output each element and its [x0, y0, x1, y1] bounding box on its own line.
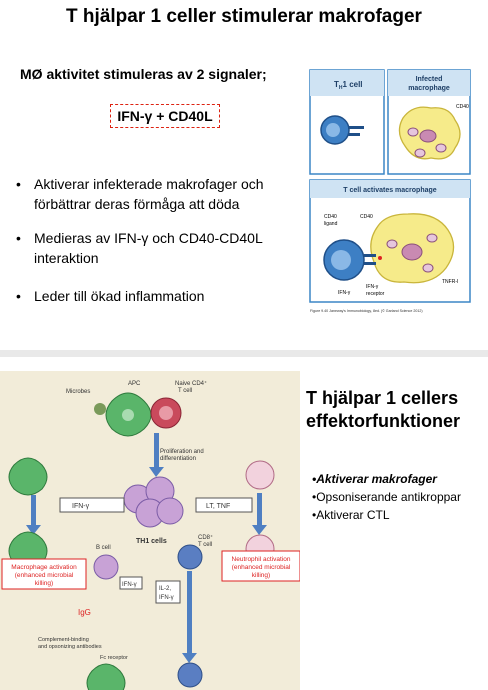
lt-tnf-box: [195, 497, 253, 513]
macrophage-activation-box: [1, 558, 87, 590]
slide-2-bullets: •Aktiverar makrofager •Opsoniserande ant…: [312, 470, 461, 524]
activation-panel: T cell activates macrophage CD40 ligand …: [309, 179, 471, 303]
tnfr-label: TNFR-I: [442, 279, 458, 285]
th1-label: TH1 cell: [334, 80, 363, 91]
cd8-t-cell-label: T cell: [198, 542, 212, 548]
bullet-item: •Opsoniserande antikroppar: [312, 490, 461, 504]
igg-label: IgG: [78, 608, 91, 617]
figure-caption: Figure 9.40 Janeway's Immunobiology, 8ed…: [310, 309, 423, 313]
lt-tnf-label: LT, TNF: [206, 503, 230, 510]
ifn-box-label: IFN-γ: [72, 503, 90, 510]
fc-receptor-label: Fc receptor: [100, 655, 128, 661]
macrophage-label: macrophage: [408, 85, 450, 92]
il2-ifn-label: IFN-γ: [159, 595, 174, 601]
macro-act-label: Macrophage activation: [11, 564, 77, 571]
opsonizing-label: and opsonizing antibodies: [38, 644, 102, 650]
bullet-dot-icon: •: [16, 288, 21, 304]
cd40-top-label: CD40: [456, 104, 469, 110]
fc-macrophage-icon: [86, 663, 126, 690]
macro-act-label-3: killing): [35, 580, 53, 587]
infected-label: Infected: [416, 76, 443, 83]
neutrophil-activation-box: [221, 550, 300, 582]
b-cell-icon: [93, 554, 119, 580]
neutrophil-icon: [245, 460, 275, 490]
bullet-text: Leder till ökad inflammation: [34, 288, 205, 304]
macro-act-label-2: (enhanced microbial: [15, 572, 74, 579]
ifn-receptor-label: IFN-γ: [366, 284, 379, 290]
microbe-icon: [94, 403, 106, 415]
ligand-label: ligand: [324, 221, 338, 227]
slide-2: T hjälpar 1 cellers effektorfunktioner •…: [0, 357, 488, 690]
ifn-box-2-label: IFN-γ: [122, 582, 137, 588]
naive-t-cell-label: T cell: [178, 388, 192, 394]
macrophage-activation-figure: TH1 cell Infected macrophage CD40 T cell…: [308, 68, 472, 318]
bullet-text: Aktiverar infekterade makrofager och för…: [34, 176, 264, 212]
bullet-dot-icon: •: [16, 176, 21, 192]
neut-act-label-3: killing): [252, 572, 270, 579]
bullet-item: •Aktiverar CTL: [312, 508, 390, 522]
signals-box: IFN-γ + CD40L: [110, 104, 220, 128]
activated-cd8-icon: [177, 662, 203, 688]
infected-macrophage-panel: Infected macrophage CD40: [387, 69, 471, 175]
cd8-t-cell-icon: [177, 544, 203, 570]
th1-cell-panel: TH1 cell: [309, 69, 385, 175]
cd40-mid-label: CD40: [360, 214, 373, 220]
il2-box: [155, 580, 181, 604]
bullet-item: •Aktiverar makrofager: [312, 472, 437, 486]
bcell-label: B cell: [96, 545, 111, 551]
ifn-arrow-box: [59, 497, 125, 513]
arrow-down-icon: [154, 433, 159, 469]
differentiation-label: differentiation: [160, 456, 196, 462]
receptor-label: receptor: [366, 291, 385, 297]
slide-1-bullets: • Aktiverar infekterade makrofager och fö…: [16, 174, 296, 320]
bullet-dot-icon: •: [16, 230, 21, 246]
activates-label: T cell activates macrophage: [343, 187, 436, 194]
neut-act-label-2: (enhanced microbial: [232, 564, 291, 571]
slide-1-title: T hjälpar 1 celler stimulerar makrofager: [66, 6, 422, 27]
arrow-down-icon: [26, 525, 41, 535]
proliferation-label: Proliferation and: [160, 449, 204, 455]
bullet-text: Medieras av IFN-γ och CD40-CD40L interak…: [34, 230, 263, 266]
th1-cells-label: TH1 cells: [136, 538, 167, 545]
bullet-item: • Aktiverar infekterade makrofager och fö…: [16, 174, 296, 214]
cd8-label: CD8⁺: [198, 534, 213, 541]
naive-label: Naive CD4⁺: [175, 380, 207, 387]
slide-2-title-line-2: effektorfunktioner: [306, 411, 461, 431]
ifn-left-label: IFN-γ: [338, 290, 351, 296]
slide-2-title: T hjälpar 1 cellers effektorfunktioner: [306, 387, 486, 433]
slide-2-title-line-1: T hjälpar 1 cellers: [306, 388, 459, 408]
ifn-arrow-box-2: [119, 576, 143, 590]
macrophage-icon: [8, 457, 48, 496]
il2-label: IL-2,: [159, 586, 171, 592]
slide-1-subtitle: MØ aktivitet stimuleras av 2 signaler;: [20, 66, 267, 82]
th1-effector-figure: Microbes APC Naive CD4⁺ T cell Prolifera…: [0, 371, 300, 690]
neut-act-label: Neutrophil activation: [232, 556, 291, 563]
apc-label: APC: [128, 381, 141, 387]
bullet-item: • Medieras av IFN-γ och CD40-CD40L intera…: [16, 228, 296, 268]
microbes-label: Microbes: [66, 389, 90, 395]
slide-1: T hjälpar 1 celler stimulerar makrofager…: [0, 0, 488, 350]
arrow-down-icon: [182, 653, 197, 663]
cd40-ligand-label: CD40: [324, 214, 337, 220]
complement-label: Complement-binding: [38, 637, 89, 643]
bullet-item: • Leder till ökad inflammation: [16, 286, 296, 306]
arrow-down-icon: [252, 525, 267, 535]
